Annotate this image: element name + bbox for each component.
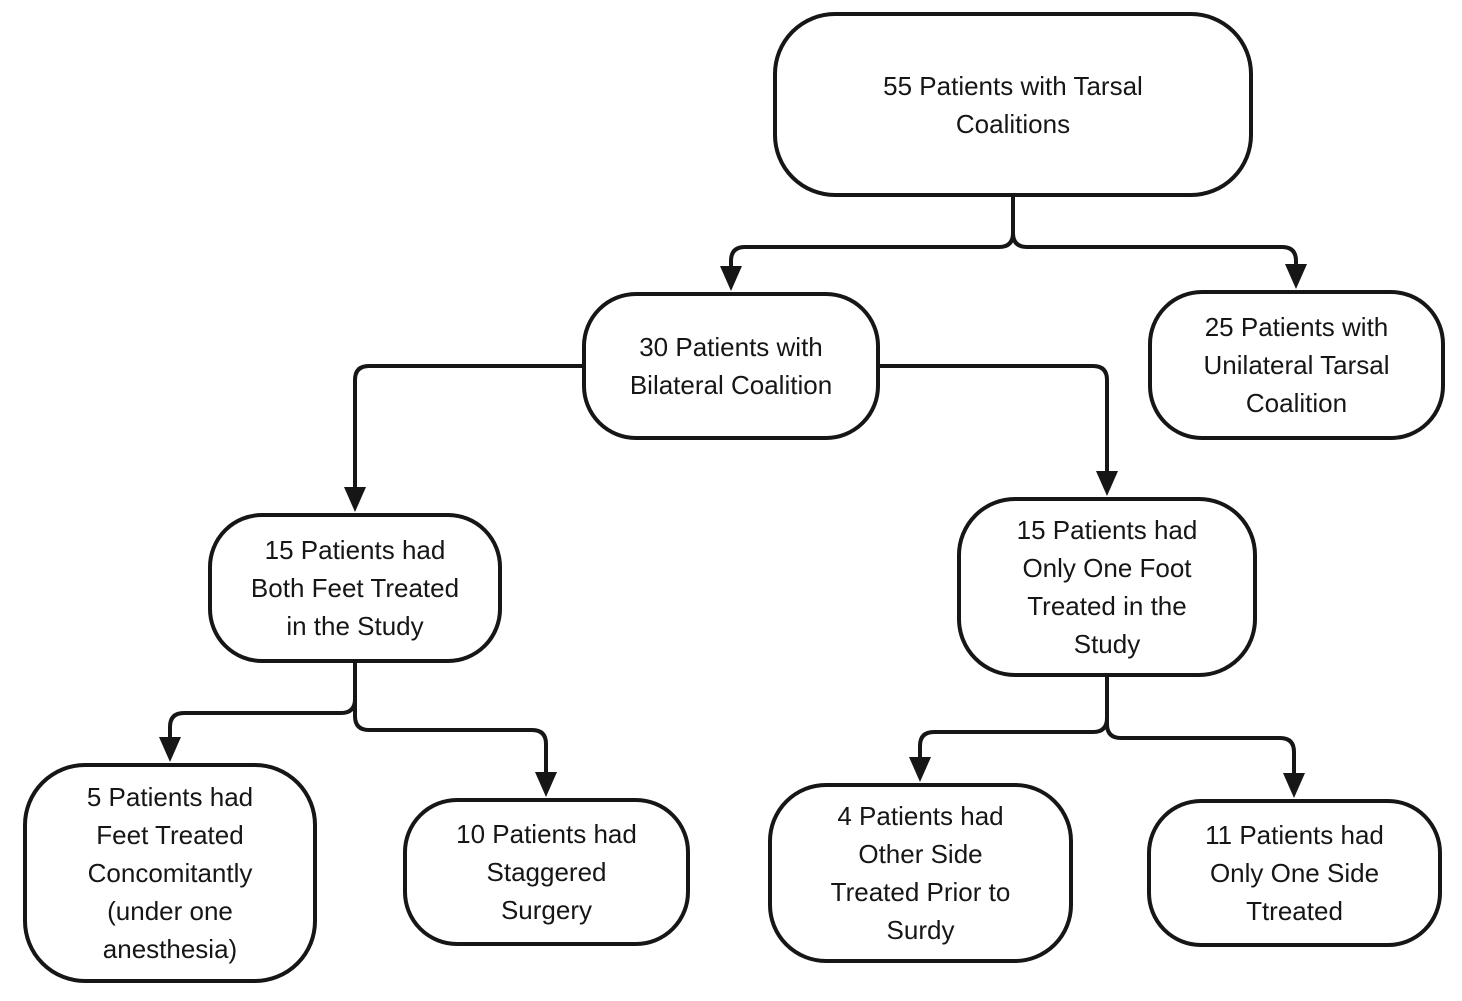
node-concomitant-treatment: 5 Patients had Feet Treated Concomitantl… — [23, 763, 317, 983]
arrowhead-onefoot-oneside-icon — [1283, 773, 1305, 798]
node-both-feet-treated-label: 15 Patients had Both Feet Treated in the… — [250, 535, 460, 641]
arrowhead-bilateral-bothfeet-icon — [344, 487, 366, 512]
node-one-foot-treated: 15 Patients had Only One Foot Treated in… — [957, 497, 1257, 677]
node-total-patients-label: 55 Patients with Tarsal Coalitions — [883, 70, 1143, 139]
node-unilateral-coalition-label: 25 Patients with Unilateral Tarsal Coali… — [1203, 312, 1390, 418]
edge-bothfeet-concomitant — [168, 663, 357, 737]
arrowhead-onefoot-otherside-icon — [909, 757, 931, 782]
node-bilateral-coalition: 30 Patients with Bilateral Coalition — [582, 292, 880, 440]
arrowhead-root-unilateral-icon — [1285, 264, 1307, 289]
edge-onefoot-oneside — [1105, 677, 1296, 773]
node-unilateral-coalition: 25 Patients with Unilateral Tarsal Coali… — [1148, 290, 1445, 440]
node-other-side-prior: 4 Patients had Other Side Treated Prior … — [768, 783, 1073, 963]
arrowhead-root-bilateral-icon — [720, 266, 742, 291]
node-bilateral-coalition-label: 30 Patients with Bilateral Coalition — [629, 332, 833, 400]
node-concomitant-treatment-label: 5 Patients had Feet Treated Concomitantl… — [86, 782, 254, 964]
arrowhead-bilateral-onefoot-icon — [1096, 471, 1118, 496]
node-other-side-prior-label: 4 Patients had Other Side Treated Prior … — [830, 801, 1011, 945]
edge-bilateral-onefoot — [880, 364, 1109, 472]
node-staggered-surgery-label: 10 Patients had Staggered Surgery — [456, 819, 637, 925]
arrowhead-bothfeet-concomitant-icon — [159, 737, 181, 762]
node-both-feet-treated: 15 Patients had Both Feet Treated in the… — [208, 513, 502, 663]
edge-onefoot-otherside — [918, 677, 1109, 757]
edge-bilateral-bothfeet — [353, 364, 582, 488]
edge-bothfeet-staggered — [353, 663, 548, 772]
node-only-one-side-label: 11 Patients had Only One Side Ttreated — [1205, 820, 1384, 926]
edge-root-unilateral — [1011, 197, 1298, 266]
node-only-one-side: 11 Patients had Only One Side Ttreated — [1147, 799, 1442, 947]
edge-root-bilateral — [729, 197, 1015, 268]
arrowhead-bothfeet-staggered-icon — [535, 772, 557, 797]
node-staggered-surgery: 10 Patients had Staggered Surgery — [403, 798, 690, 946]
node-one-foot-treated-label: 15 Patients had Only One Foot Treated in… — [1016, 515, 1198, 659]
node-total-patients: 55 Patients with Tarsal Coalitions — [773, 12, 1253, 197]
